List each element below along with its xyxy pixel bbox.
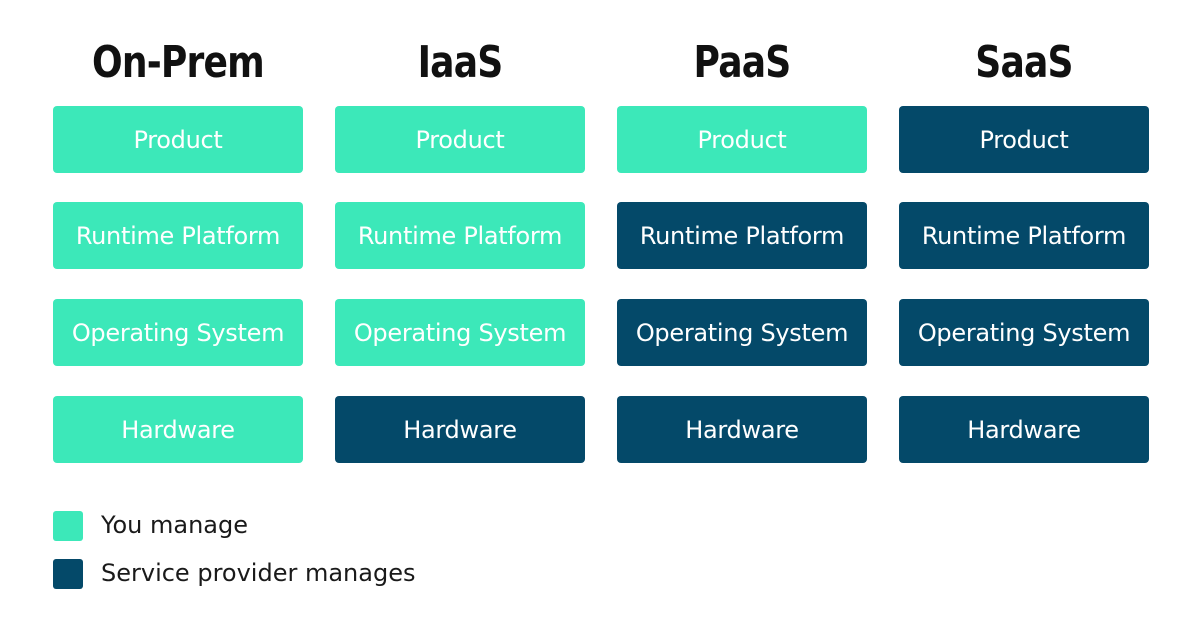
layer-hardware: Hardware: [617, 396, 867, 463]
layer-runtime-platform: Runtime Platform: [335, 202, 585, 269]
layer-hardware: Hardware: [53, 396, 303, 463]
layer-runtime-platform: Runtime Platform: [899, 202, 1149, 269]
column-title: On-Prem: [92, 37, 265, 88]
layer-product: Product: [617, 106, 867, 173]
legend-swatch-you-manage: [53, 511, 83, 541]
layer-product: Product: [899, 106, 1149, 173]
layer-runtime-platform: Runtime Platform: [617, 202, 867, 269]
layer-hardware: Hardware: [335, 396, 585, 463]
column-title: PaaS: [693, 37, 792, 88]
layer-product: Product: [53, 106, 303, 173]
layer-operating-system: Operating System: [617, 299, 867, 366]
layer-operating-system: Operating System: [899, 299, 1149, 366]
legend-swatch-provider-manages: [53, 559, 83, 589]
legend-label: You manage: [101, 511, 248, 539]
legend-label: Service provider manages: [101, 559, 416, 587]
layer-hardware: Hardware: [899, 396, 1149, 463]
column-title: SaaS: [975, 37, 1073, 88]
layer-runtime-platform: Runtime Platform: [53, 202, 303, 269]
legend-item-provider-manages: Service provider manages: [53, 556, 553, 589]
legend-item-you-manage: You manage: [53, 508, 553, 541]
layer-operating-system: Operating System: [335, 299, 585, 366]
layer-operating-system: Operating System: [53, 299, 303, 366]
column-title: IaaS: [417, 37, 504, 88]
layer-product: Product: [335, 106, 585, 173]
